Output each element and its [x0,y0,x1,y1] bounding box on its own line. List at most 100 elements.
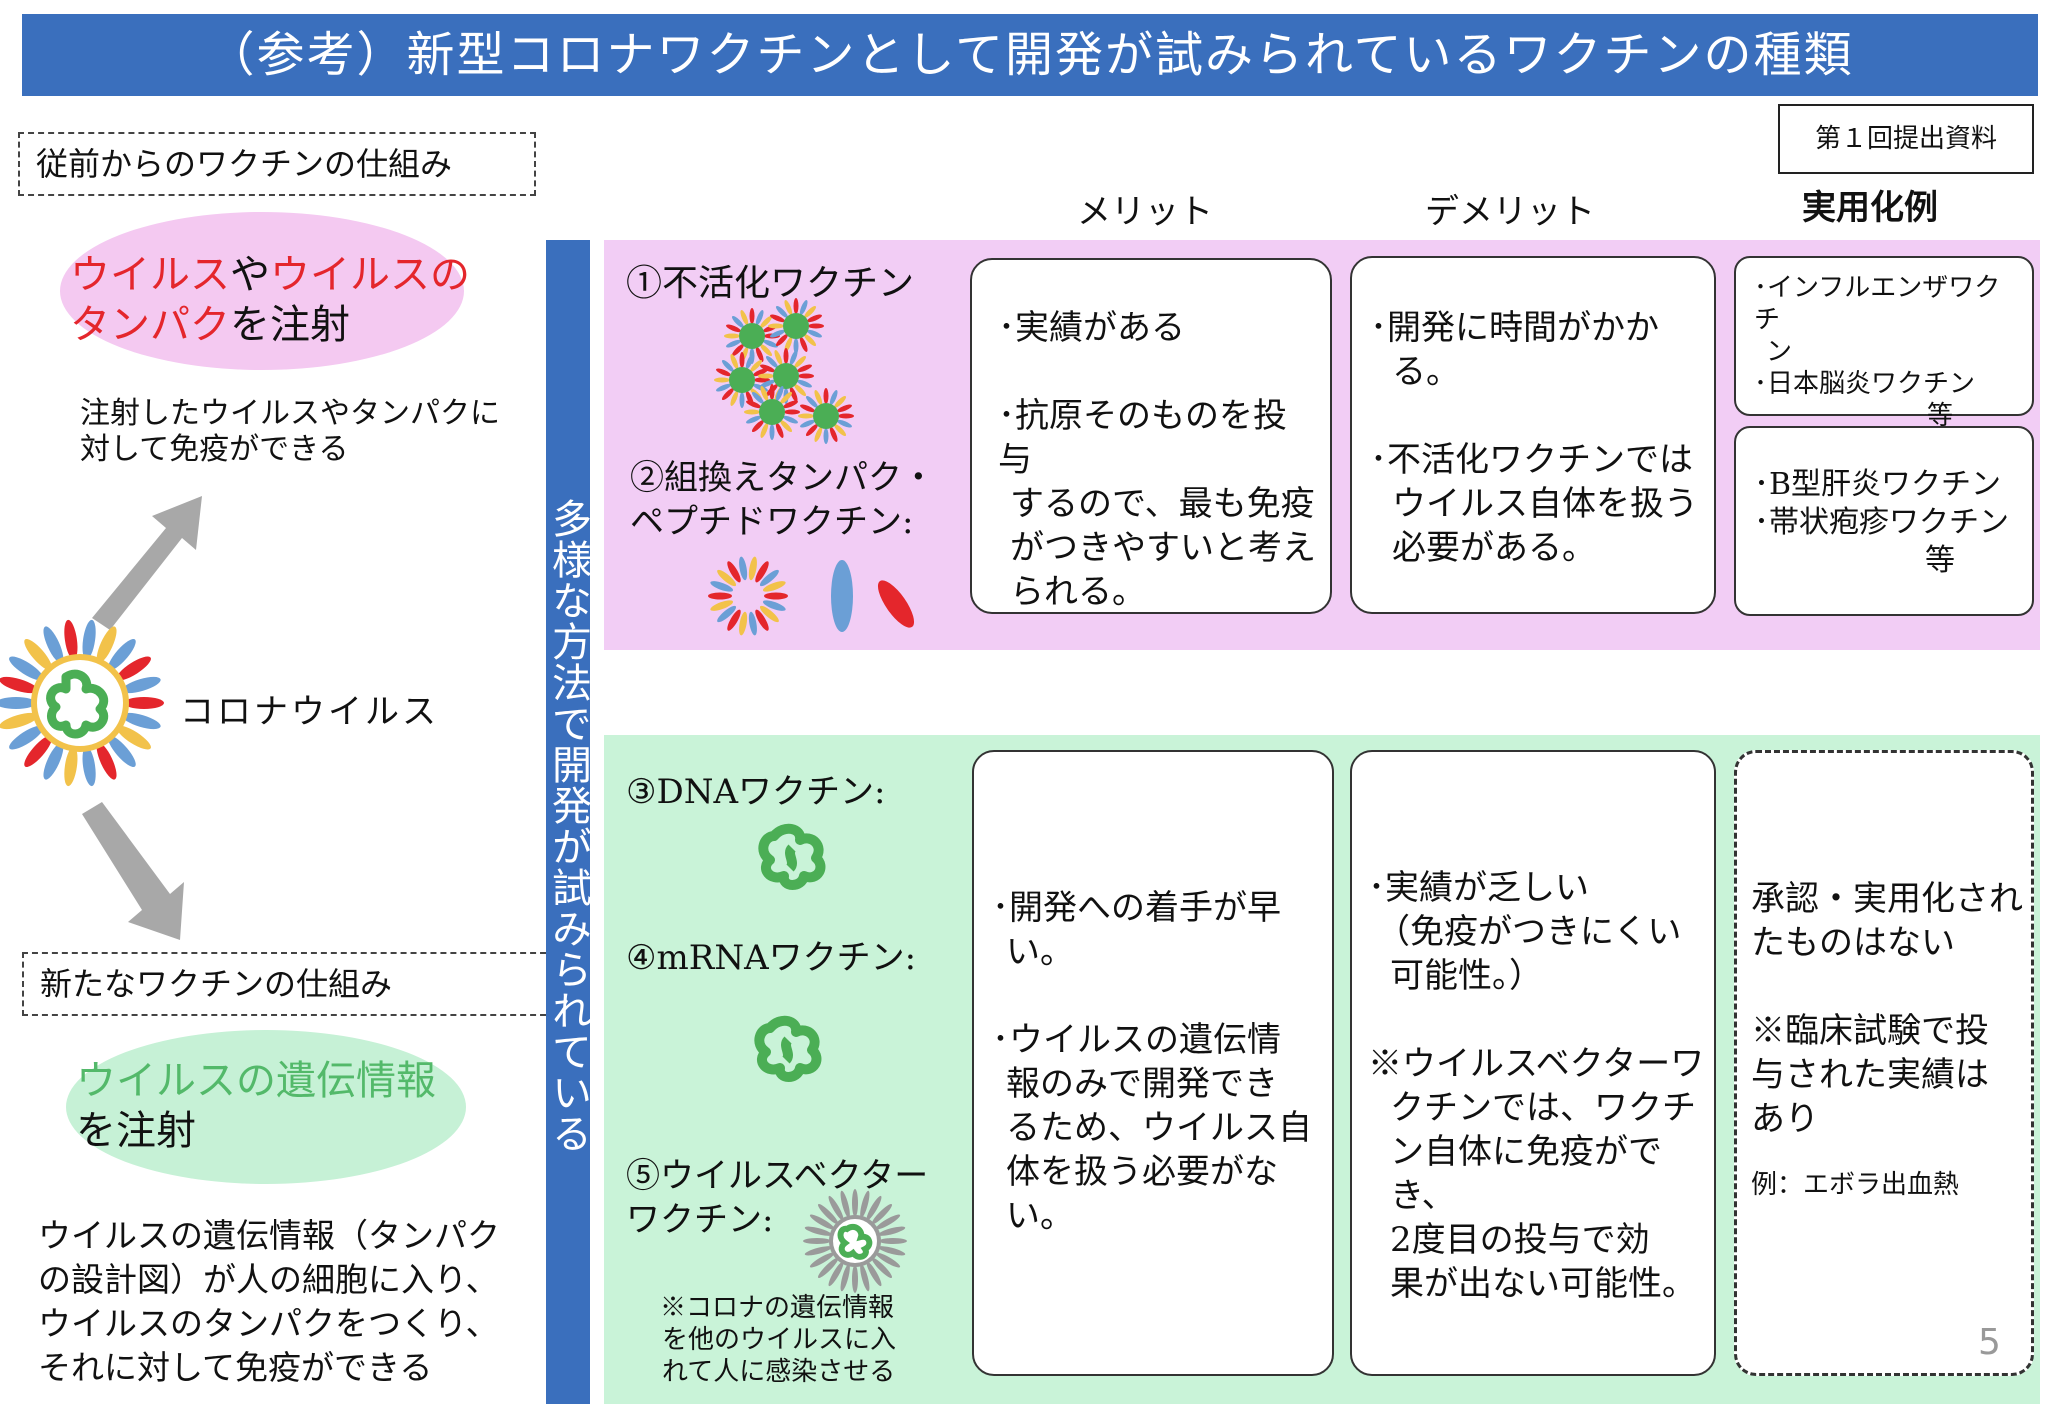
spike-shape [783,415,798,424]
example-line: 等 [1925,543,1955,578]
spike-shape [875,1214,901,1230]
inactivated-virus-shape [768,298,824,354]
new-inject-bubble [66,1030,466,1184]
spike-shape [871,1257,893,1279]
spike-shape [860,1264,870,1292]
inject-virus: ウイルス [70,252,230,298]
spike-shape [809,1252,835,1268]
spike-shape [829,427,838,442]
spike-shape [765,355,778,368]
spike-shape [750,359,763,372]
type-inactivated: ①不活化ワクチン [626,263,915,304]
spike-shape [754,377,770,383]
header-merit: メリット [1077,192,1213,232]
green-merit-card: ･開発への着手が早 い。 ･ウイルスの遺伝情 報のみで開発でき るため、ウイルス… [972,750,1334,1376]
merit-line: するので、最も免疫 [1010,484,1315,524]
type-recombinant: ②組換えタンパク・ ペプチドワクチン: [630,456,935,544]
spike-shape [0,676,38,694]
spike-shape [717,569,737,587]
spike-shape [805,424,818,437]
note-line: を他のウイルスに入 [662,1325,897,1355]
spike-shape [726,324,741,333]
spike-shape [745,354,754,369]
pink-example-card-1: ･インフルエンザワクチ ン ･日本脳炎ワクチン 等 [1734,256,2034,431]
spike-shape [82,746,96,787]
spike-shape [108,735,136,768]
new-desc-line: それに対して免疫ができる [38,1348,433,1387]
spike-shape [122,712,161,730]
spike-shape [852,1265,858,1293]
arrow-down-right-icon [82,802,184,940]
spike-shape [837,419,852,428]
spike-shape [817,1257,839,1279]
type-mrna: ④mRNAワクチン: [626,938,917,978]
spike-shape [783,348,789,364]
spike-shape [739,392,745,408]
type-viral-vector-line: ワクチン: [626,1200,774,1240]
spike-shape [716,368,731,377]
spike-shape [760,344,773,357]
type-viral-vector-line: ⑤ウイルスベクター [626,1156,929,1196]
demerit-line: クチンでは、ワクチ [1390,1088,1696,1128]
example-line: ･B型肝炎ワクチン [1754,467,2002,502]
dna-icon [758,823,826,890]
spike-shape [793,298,799,314]
spike-shape [809,1214,835,1230]
spike-shape [807,329,822,338]
spike-shape [840,1190,850,1218]
demerit-line: る。 [1392,352,1460,392]
spike-shape [798,413,814,419]
vector-genome-shape [837,1223,873,1260]
spike-shape [878,1246,906,1256]
new-inject-text: ウイルスの遺伝情報 を注射 [76,1056,436,1156]
spike-shape [770,329,785,338]
spike-shape [0,697,36,709]
spike-shape [775,334,788,347]
green-example-card: 承認・実用化され たものはない ※臨床試験で投 与された実績は あり 例：エボラ… [1734,750,2034,1376]
demerit-line: ウイルス自体を扱う [1392,484,1698,524]
spike-shape [730,354,739,369]
spike-shape [748,611,757,636]
spike-shape [762,581,786,592]
spike-shape [64,746,78,787]
type-dna: ③DNAワクチン: [626,772,886,812]
spike-shape [799,300,808,315]
spike-shape [24,735,52,768]
spike-shape [834,424,847,437]
coronavirus-label: コロナウイルス [180,692,439,732]
virus-core-shape [813,403,839,429]
spike-shape [748,556,757,581]
spike-shape [866,1195,882,1221]
spike-shape [710,581,734,592]
spike-shape [834,395,847,408]
merit-line: るため、ウイルス自 [1006,1108,1312,1148]
demerit-line: ･開発に時間がかか [1370,308,1659,348]
spike-shape [879,1238,907,1244]
new-desc-line: ウイルスのタンパクをつくり、 [38,1304,499,1343]
spike-shape [721,388,734,401]
spike-shape [731,315,744,328]
spike-shape [0,712,38,730]
spike-shape [799,337,808,352]
example-line: 与された実績は [1751,1055,1989,1095]
spike-shape [828,1195,844,1221]
arrow-up-right-icon [92,496,202,630]
spike-shape [794,355,807,368]
spike-shape [860,1190,870,1218]
submission-label: 第１回提出資料 [1778,104,2034,174]
pink-example-card-2: ･B型肝炎ワクチン ･帯状疱疹ワクチン 等 [1734,426,2034,616]
spike-shape [838,413,854,419]
spike-shape [124,697,164,709]
header-examples: 実用化例 [1802,188,1938,228]
demerit-line: 2度目の投与で効 [1390,1220,1650,1260]
spike-shape [710,600,734,611]
merit-line: い。 [1006,932,1074,972]
protein-fragment-blue-icon [831,560,853,632]
demerit-line: ン自体に免疫ができ、 [1390,1132,1662,1216]
conventional-description: 注射したウイルスやタンパクに 対して免疫ができる [80,396,500,468]
vertical-label: 多様な方法で開発が試みられている [545,240,591,1404]
spike-shape [794,384,807,397]
spike-shape [840,1264,850,1292]
merit-line: られる。 [1010,572,1146,612]
spike-shape [798,373,814,379]
